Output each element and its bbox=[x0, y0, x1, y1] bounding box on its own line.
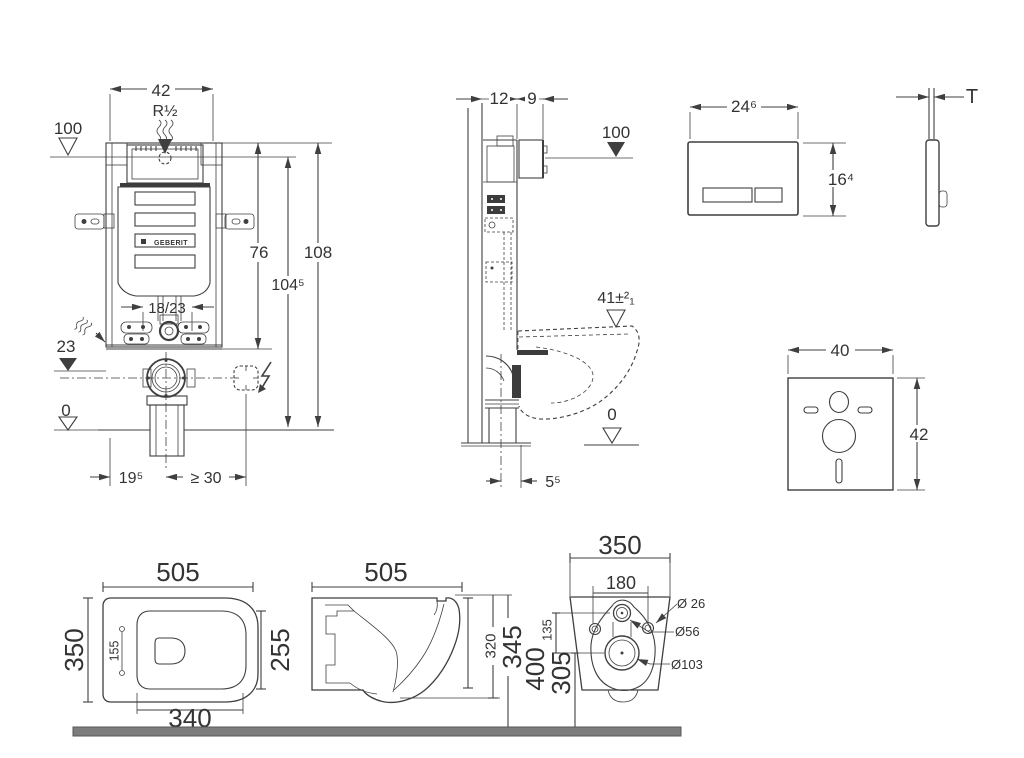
level-marker-open bbox=[606, 309, 626, 329]
flexible-connection-squiggle-icon bbox=[74, 316, 92, 336]
dim-345: 345 bbox=[497, 625, 527, 668]
dim-5: 5⁵ bbox=[545, 474, 561, 491]
dim-plate-height: 16⁴ bbox=[828, 170, 854, 189]
dim-bowl-depth: 350 bbox=[59, 628, 89, 671]
dim-12: 12 bbox=[490, 89, 509, 108]
bowl-top-view: 505 350 255 155 340 bbox=[59, 557, 295, 733]
dim-9: 9 bbox=[527, 89, 536, 108]
label-dia56: Ø56 bbox=[675, 624, 700, 639]
wall-hatch bbox=[468, 108, 482, 443]
dim-mat-width: 40 bbox=[831, 341, 850, 360]
dim-bend-offset: 18/23 bbox=[148, 300, 186, 317]
flush-button-large bbox=[702, 187, 753, 203]
brand-label: GEBERIT bbox=[154, 240, 188, 247]
dim-supply-height: 100 bbox=[54, 119, 82, 138]
sound-insulation-mat: 40 42 bbox=[787, 341, 934, 491]
dim-inner-depth: 255 bbox=[265, 628, 295, 671]
dim-104: 104⁵ bbox=[271, 277, 304, 294]
dim-thickness: T bbox=[966, 86, 978, 108]
frame-feet bbox=[120, 321, 210, 345]
dim-zero: 0 bbox=[607, 405, 616, 424]
dim-plate-width: 24⁶ bbox=[731, 97, 757, 116]
dim-bowl-width: 505 bbox=[364, 557, 407, 587]
dim-supply-height: 100 bbox=[602, 123, 630, 142]
level-marker-open bbox=[58, 137, 78, 157]
dim-30: ≥ 30 bbox=[190, 470, 221, 487]
dim-305: 305 bbox=[546, 651, 576, 694]
flush-plate-housing bbox=[518, 139, 544, 179]
dim-inlet-thread: R½ bbox=[153, 103, 178, 120]
front-view-cistern-frame: 42 R½ 100 76 104⁵ 108 18/23 23 0 19⁵ ≥ 3… bbox=[50, 81, 334, 487]
dim-rear-width: 350 bbox=[598, 530, 641, 560]
floor-bar bbox=[72, 726, 682, 737]
dim-23: 23 bbox=[57, 337, 76, 356]
bowl-side-view: 505 320 345 400 bbox=[311, 557, 550, 730]
label-dia103: Ø103 bbox=[671, 657, 703, 672]
flush-plate-edge-view: T bbox=[896, 86, 978, 227]
power-connection-icon bbox=[233, 361, 272, 393]
dim-mat-height: 42 bbox=[910, 425, 929, 444]
dim-hole-spacing: 155 bbox=[108, 641, 122, 662]
level-marker-filled bbox=[59, 358, 77, 371]
flush-plate-body bbox=[687, 141, 799, 216]
flush-plate-front-view: 24⁶ 16⁴ bbox=[687, 97, 858, 217]
supply-connection bbox=[158, 151, 172, 165]
dim-bolt-spacing: 180 bbox=[606, 573, 636, 593]
dim-135: 135 bbox=[540, 619, 555, 641]
dim-76: 76 bbox=[250, 243, 269, 262]
flush-button-small bbox=[754, 187, 783, 203]
bowl-dashed-outline bbox=[517, 325, 640, 420]
bowl-rear-view: 350 180 135 305 Ø 26 Ø56 Ø103 bbox=[540, 530, 705, 729]
dim-zero: 0 bbox=[61, 401, 70, 420]
plate-button-bump bbox=[938, 190, 948, 208]
dim-108: 108 bbox=[304, 243, 332, 262]
dim-bowl-width: 505 bbox=[156, 557, 199, 587]
level-marker-open bbox=[57, 416, 79, 431]
plate-edge-profile bbox=[925, 139, 940, 227]
side-view-installation: 12 9 100 41±²₁ 0 5⁵ bbox=[456, 89, 640, 491]
level-marker-open bbox=[602, 427, 622, 445]
dim-19: 19⁵ bbox=[119, 470, 143, 487]
dim-400: 400 bbox=[520, 647, 550, 690]
dim-320: 320 bbox=[483, 633, 500, 658]
level-marker-filled bbox=[607, 142, 625, 157]
dim-frame-width: 42 bbox=[152, 81, 171, 100]
brand-logo-square bbox=[141, 239, 146, 244]
label-dia26: Ø 26 bbox=[677, 596, 705, 611]
cistern-scale-ticks bbox=[135, 146, 197, 151]
dim-bowl-height: 41±²₁ bbox=[597, 290, 634, 307]
